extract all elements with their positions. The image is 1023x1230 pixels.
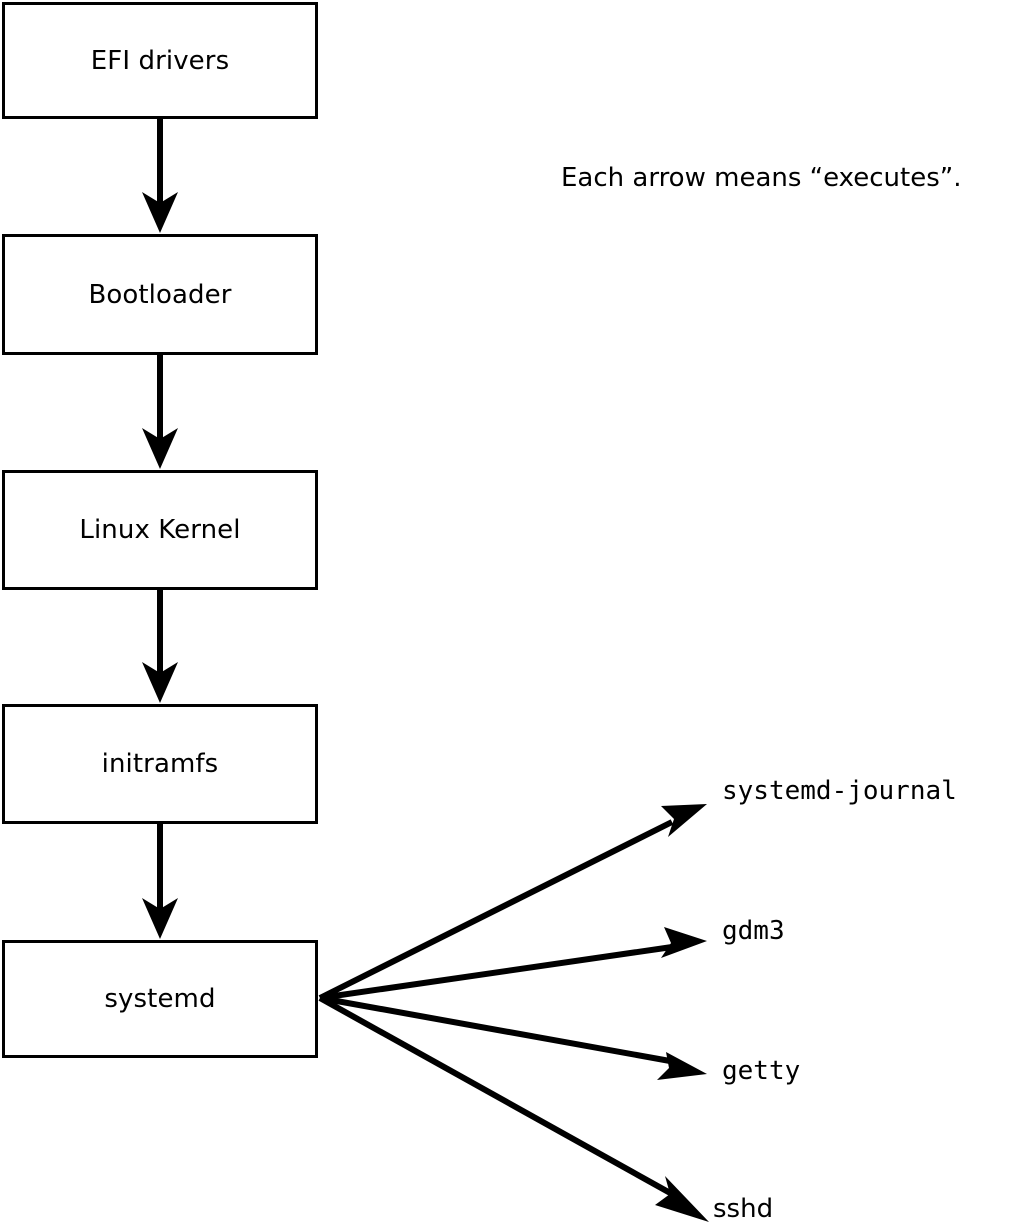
arrow-systemd-to-gdm3: [319, 927, 707, 1001]
node-label-linux-kernel: Linux Kernel: [79, 515, 241, 545]
arrow-linux-kernel-to-initramfs: [142, 590, 178, 703]
node-systemd[interactable]: systemd: [2, 940, 318, 1058]
node-initramfs[interactable]: initramfs: [2, 704, 318, 824]
leaf-label-systemd-journal: systemd-journal: [722, 776, 957, 806]
leaf-label-gdm3: gdm3: [722, 916, 785, 946]
arrow-bootloader-to-linux-kernel: [142, 355, 178, 469]
arrow-systemd-to-getty: [319, 995, 707, 1080]
leaf-label-getty: getty: [722, 1056, 801, 1086]
diagram-caption: Each arrow means “executes”.: [561, 163, 962, 193]
leaf-label-sshd: sshd: [713, 1194, 774, 1224]
node-label-systemd: systemd: [104, 984, 216, 1014]
arrow-initramfs-to-systemd: [142, 824, 178, 939]
arrow-systemd-to-sshd: [318, 995, 709, 1222]
node-label-efi-drivers: EFI drivers: [90, 45, 230, 76]
node-label-bootloader: Bootloader: [88, 279, 232, 310]
node-label-initramfs: initramfs: [101, 749, 219, 779]
arrow-systemd-to-systemd-journal: [318, 804, 707, 1001]
node-efi-drivers[interactable]: EFI drivers: [2, 2, 318, 119]
arrow-efi-drivers-to-bootloader: [142, 118, 178, 233]
node-linux-kernel[interactable]: Linux Kernel: [2, 470, 318, 590]
node-bootloader[interactable]: Bootloader: [2, 234, 318, 355]
